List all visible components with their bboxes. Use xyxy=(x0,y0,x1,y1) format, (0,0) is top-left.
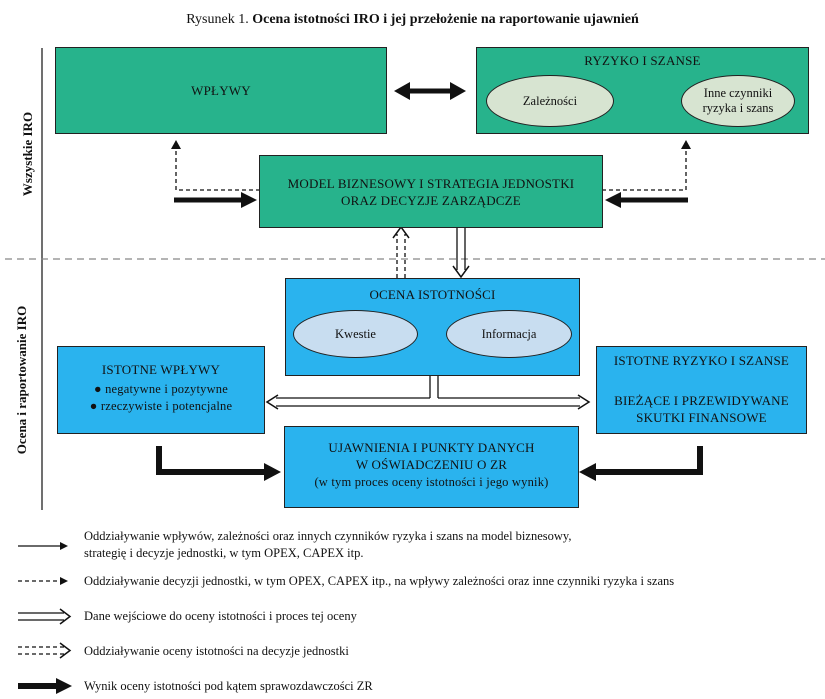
kwestie-ellipse: Kwestie xyxy=(293,310,418,358)
ocena-label: OCENA ISTOTNOŚCI xyxy=(369,287,496,302)
ryzyko-label: RYZYKO I SZANSE xyxy=(584,53,701,68)
legend-text-solid-line1: Oddziaływanie wpływów, zależności oraz i… xyxy=(84,529,572,543)
istotne-wplywy-box xyxy=(57,346,265,434)
legend-symbol-double-dashed xyxy=(18,642,72,659)
legend-text-double: Dane wejściowe do oceny istotności i pro… xyxy=(84,609,357,623)
ujawnienia-box xyxy=(284,426,579,508)
legend-text-double-dashed: Oddziaływanie oceny istotności na decyzj… xyxy=(84,644,349,658)
wplywy-ryzyko-arrow xyxy=(394,82,466,100)
model-box xyxy=(259,155,603,228)
bullet2-text: rzeczywiste i potencjalne xyxy=(100,399,233,413)
double-dashed-arrow-ocena-to-model xyxy=(392,225,410,278)
double-arrow-model-to-ocena xyxy=(452,228,470,279)
biezace-label-line2: SKUTKI FINANSOWE xyxy=(636,410,767,425)
wplywy-box xyxy=(55,47,387,134)
model-label-line1: MODEL BIZNESOWY I STRATEGIA JEDNOSTKI xyxy=(287,176,575,191)
double-arrow-ocena-split xyxy=(265,376,591,410)
model-label-line2: ORAZ DECYZJE ZARZĄDCZE xyxy=(341,193,521,208)
legend-symbol-double xyxy=(18,608,72,625)
istotne-ryzyko-label: ISTOTNE RYZYKO I SZANSE xyxy=(613,353,790,368)
thick-arrow-wplywy-to-ujawnienia xyxy=(156,446,281,481)
legend-text-solid-line2: strategię i decyzje jednostki, w tym OPE… xyxy=(84,546,364,560)
side-label-all-iro: Wszystkie IRO xyxy=(20,111,35,197)
inne-czynniki-ellipse: Inne czynniki ryzyka i szans xyxy=(681,75,795,127)
zaleznosci-ellipse: Zależności xyxy=(486,75,614,127)
informacja-ellipse: Informacja xyxy=(446,310,572,358)
bullet-dot-icon: ● xyxy=(94,382,106,396)
thick-arrow-ryzyko-to-model xyxy=(605,192,688,208)
wplywy-label: WPŁYWY xyxy=(191,83,251,98)
bullet-dot-icon: ● xyxy=(89,399,101,413)
figure-title-bold: Ocena istotności IRO i jej przełożenie n… xyxy=(252,12,639,27)
istotne-wplywy-label: ISTOTNE WPŁYWY xyxy=(101,362,221,377)
dashed-arrow-to-wplywy xyxy=(171,140,260,191)
legend-text-thick: Wynik oceny istotności pod kątem sprawoz… xyxy=(84,679,373,693)
istotne-ryzyko-box xyxy=(596,346,807,434)
legend-symbol-thick xyxy=(18,678,72,694)
figure-title-prefix: Rysunek 1. xyxy=(186,12,249,27)
bullet1-text: negatywne i pozytywne xyxy=(105,382,228,396)
side-label-assessment-iro: Ocena i raportowanie IRO xyxy=(14,305,29,455)
biezace-label-line1: BIEŻĄCE I PRZEWIDYWANE xyxy=(614,393,789,408)
istotne-wplywy-bullet2: ● rzeczywiste i potencjalne xyxy=(57,398,265,414)
legend-symbol-dashed-thin xyxy=(18,577,68,585)
legend-symbol-solid-thin xyxy=(18,542,68,550)
ujawnienia-label-line3: (w tym proces oceny istotności i jego wy… xyxy=(314,475,549,489)
legend-text-dashed: Oddziaływanie decyzji jednostki, w tym O… xyxy=(84,574,675,588)
ujawnienia-label-line2: W OŚWIADCZENIU O ZR xyxy=(355,457,508,472)
thick-arrow-wplywy-to-model xyxy=(174,192,257,208)
thick-arrow-ryzyko-to-ujawnienia xyxy=(579,446,703,481)
figure-title: Rysunek 1. Ocena istotności IRO i jej pr… xyxy=(0,12,825,28)
ujawnienia-label-line1: UJAWNIENIA I PUNKTY DANYCH xyxy=(328,440,535,455)
istotne-wplywy-bullet1: ● negatywne i pozytywne xyxy=(57,381,265,397)
dashed-arrow-to-ryzyko xyxy=(602,140,691,191)
